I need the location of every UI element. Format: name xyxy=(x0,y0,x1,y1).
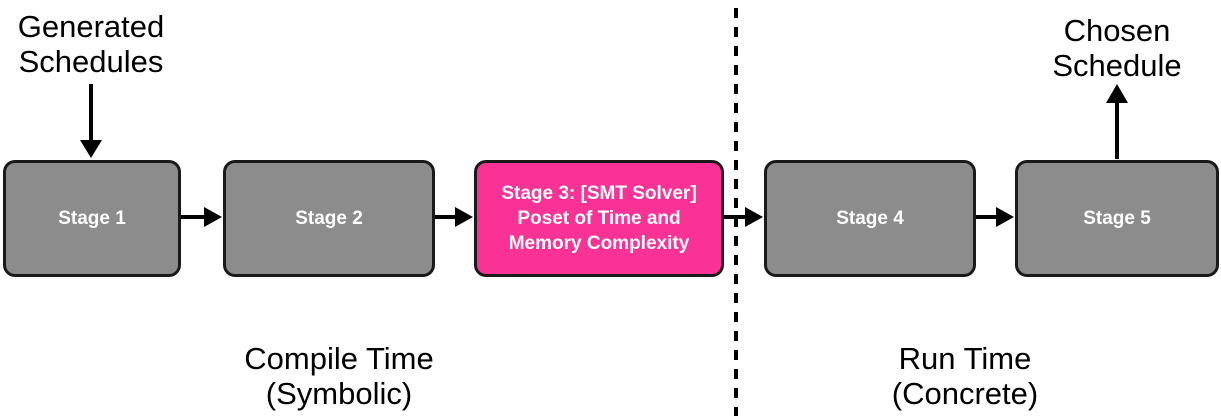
compile-time-label: Compile Time (Symbolic) xyxy=(244,341,434,411)
stage-2-box: Stage 2 xyxy=(223,160,435,277)
chosen-schedule-label: Chosen Schedule xyxy=(1052,13,1182,83)
arrow-stage4-to-stage5 xyxy=(976,207,1014,227)
arrow-stage1-to-stage2 xyxy=(181,207,222,227)
stage-4-box: Stage 4 xyxy=(764,160,976,277)
stage-1-box: Stage 1 xyxy=(3,160,181,277)
stage-3-smt-solver-box: Stage 3: [SMT Solver] Poset of Time and … xyxy=(474,160,724,277)
input-arrow xyxy=(80,84,102,158)
stage-5-box: Stage 5 xyxy=(1015,160,1219,277)
arrow-stage2-to-stage3 xyxy=(435,207,473,227)
run-time-label: Run Time (Concrete) xyxy=(891,341,1039,411)
arrow-stage3-to-stage4 xyxy=(724,207,763,227)
output-arrow xyxy=(1106,84,1128,159)
generated-schedules-label: Generated Schedules xyxy=(17,9,165,79)
